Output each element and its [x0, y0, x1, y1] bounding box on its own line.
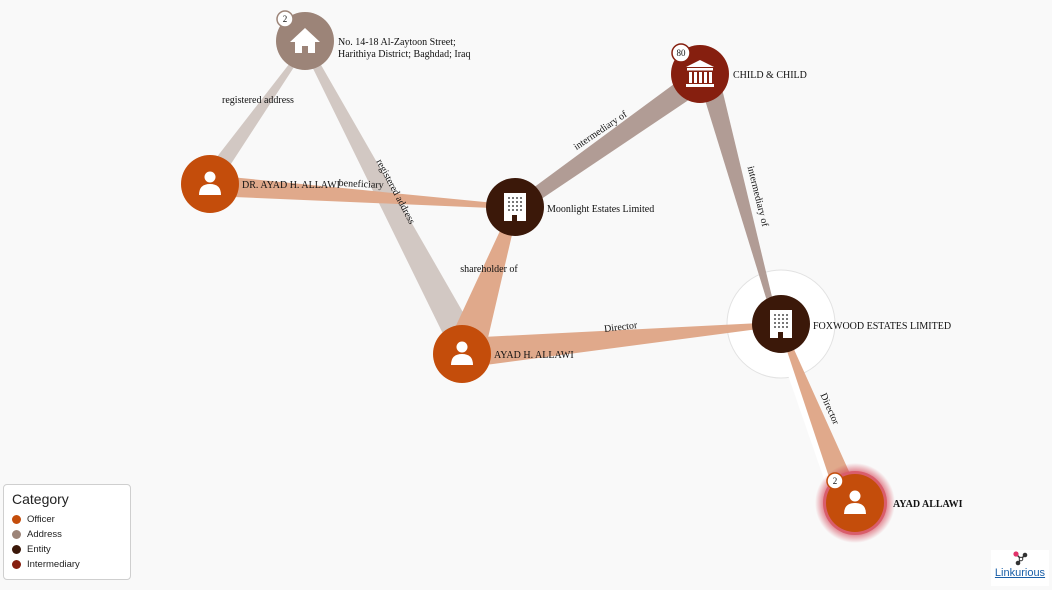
node-moonlight-label: Moonlight Estates Limited — [547, 204, 654, 215]
node-foxwood[interactable]: FOXWOOD ESTATES LIMITED — [752, 295, 951, 353]
edge-label-registered-address-1: registered address — [222, 95, 294, 106]
edge-label-beneficiary: beneficiary — [338, 178, 383, 191]
edge-director-ayad-allawi — [779, 325, 856, 489]
edge-intermediary-moonlight — [510, 70, 702, 214]
legend-dot-intermediary — [12, 560, 21, 569]
node-ayad-h-label: AYAD H. ALLAWI — [494, 350, 574, 361]
edge-label-shareholder: shareholder of — [460, 264, 518, 275]
person-icon — [844, 490, 866, 514]
bank-icon — [686, 60, 714, 87]
legend-dot-entity — [12, 545, 21, 554]
node-dr-ayad-label: DR. AYAD H. ALLAWI — [242, 180, 340, 191]
edge-shareholder — [447, 205, 518, 355]
edge-director-ayad-h — [463, 322, 781, 368]
person-icon — [451, 341, 473, 365]
node-ayad-h[interactable]: AYAD H. ALLAWI — [433, 325, 574, 383]
node-ayad-allawi[interactable]: 2 AYAD ALLAWI — [815, 463, 963, 543]
building-icon — [504, 193, 526, 221]
legend-item-label: Officer — [27, 514, 55, 525]
linkurious-link[interactable]: Linkurious — [994, 567, 1046, 579]
svg-text:2: 2 — [283, 14, 288, 24]
legend-item-label: Intermediary — [27, 559, 80, 570]
legend-dot-officer — [12, 515, 21, 524]
svg-text:80: 80 — [677, 48, 687, 58]
building-icon — [770, 310, 792, 338]
node-child-and-child[interactable]: 80 CHILD & CHILD — [671, 43, 807, 103]
edge-beneficiary — [210, 175, 515, 209]
legend-item-label: Entity — [27, 544, 51, 555]
legend-item-address: Address — [12, 527, 122, 542]
node-moonlight[interactable]: Moonlight Estates Limited — [486, 178, 654, 236]
linkurious-logo-icon — [1013, 551, 1028, 566]
edge-label-director-1: Director — [603, 320, 638, 335]
edge-registered-address-dr-ayad — [213, 44, 309, 170]
node-foxwood-label: FOXWOOD ESTATES LIMITED — [813, 321, 951, 332]
edge-intermediary-foxwood — [697, 72, 779, 327]
node-ayad-allawi-label: AYAD ALLAWI — [893, 499, 963, 510]
node-ayad-allawi-badge: 2 — [826, 472, 844, 490]
node-address-label-line1: No. 14-18 Al-Zaytoon Street; — [338, 37, 456, 48]
legend-title: Category — [12, 491, 69, 507]
node-child-and-child-label: CHILD & CHILD — [733, 70, 807, 81]
legend-item-entity: Entity — [12, 542, 122, 557]
legend-item-officer: Officer — [12, 512, 122, 527]
house-icon — [290, 28, 320, 53]
legend-item-label: Address — [27, 529, 62, 540]
category-legend: Category Officer Address Entity Intermed… — [3, 484, 131, 580]
legend-item-intermediary: Intermediary — [12, 557, 122, 572]
legend-dot-address — [12, 530, 21, 539]
brand-badge: Linkurious — [991, 550, 1049, 586]
node-address-badge: 2 — [276, 10, 294, 28]
node-dr-ayad[interactable]: DR. AYAD H. ALLAWI — [181, 155, 340, 213]
node-address[interactable]: 2 No. 14-18 Al-Zaytoon Street; Harithiya… — [276, 10, 470, 70]
person-icon — [199, 171, 221, 195]
node-address-label-line2: Harithiya District; Baghdad; Iraq — [338, 49, 470, 60]
svg-text:2: 2 — [833, 476, 838, 486]
node-child-and-child-badge: 80 — [671, 43, 691, 63]
